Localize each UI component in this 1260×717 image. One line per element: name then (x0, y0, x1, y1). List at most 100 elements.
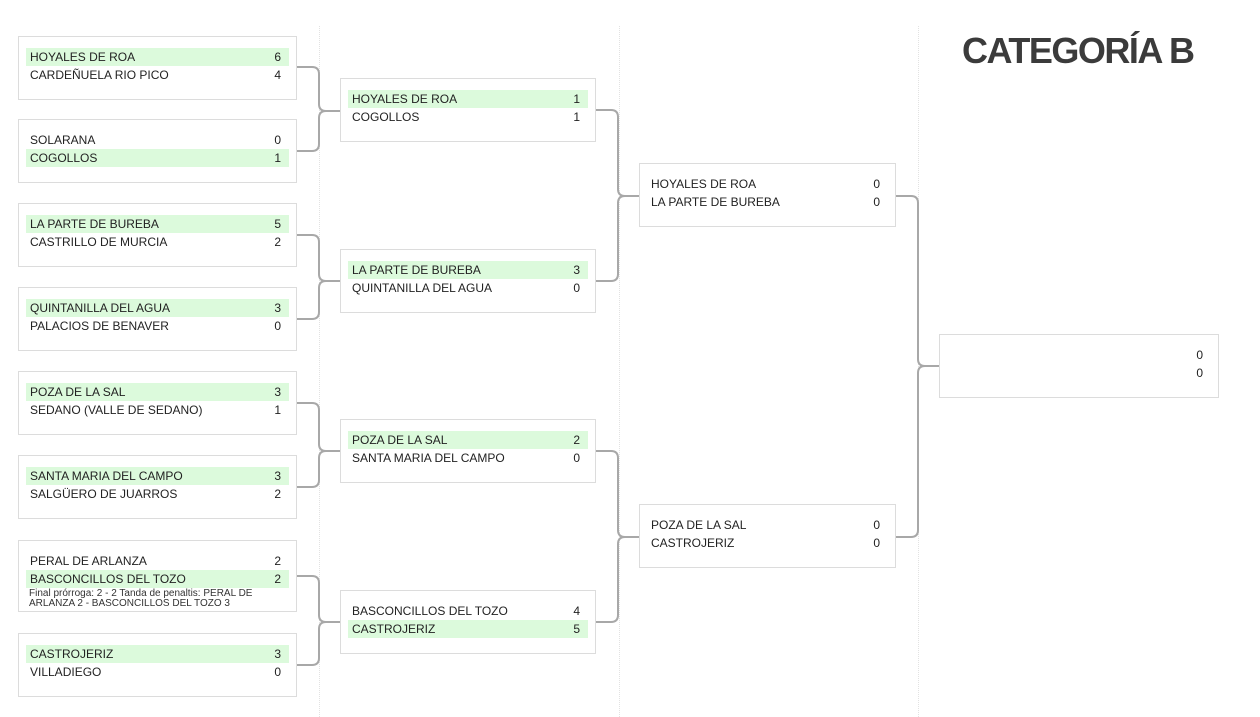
team-row[interactable]: SEDANO (VALLE DE SEDANO) 1 (26, 401, 289, 419)
page-title: CATEGORÍA B (962, 30, 1195, 71)
team-score: 0 (873, 518, 880, 532)
team-name: SEDANO (VALLE DE SEDANO) (30, 403, 203, 417)
team-score: 0 (274, 665, 281, 679)
team-row[interactable]: LA PARTE DE BUREBA 0 (647, 193, 888, 211)
team-score: 3 (274, 301, 281, 315)
team-row[interactable]: COGOLLOS 1 (348, 108, 588, 126)
team-row[interactable]: QUINTANILLA DEL AGUA 3 (26, 299, 289, 317)
team-score: 0 (873, 195, 880, 209)
team-row[interactable]: QUINTANILLA DEL AGUA 0 (348, 279, 588, 297)
team-score: 6 (274, 50, 281, 64)
team-name: VILLADIEGO (30, 665, 102, 679)
team-score: 0 (1196, 366, 1203, 380)
team-score: 0 (274, 133, 281, 147)
team-row[interactable]: SOLARANA 0 (26, 131, 289, 149)
team-row[interactable]: BASCONCILLOS DEL TOZO 2 (26, 570, 289, 588)
team-name: HOYALES DE ROA (352, 92, 458, 106)
team-score: 0 (573, 451, 580, 465)
team-score: 3 (274, 385, 281, 399)
team-score: 2 (573, 433, 580, 447)
team-score: 0 (274, 319, 281, 333)
team-row[interactable]: VILLADIEGO 0 (26, 663, 289, 681)
team-row[interactable]: CASTRILLO DE MURCIA 2 (26, 233, 289, 251)
team-row[interactable]: HOYALES DE ROA 0 (647, 175, 888, 193)
team-name: QUINTANILLA DEL AGUA (30, 301, 171, 315)
team-row[interactable]: PALACIOS DE BENAVER 0 (26, 317, 289, 335)
column-separator (319, 26, 320, 717)
team-name: PERAL DE ARLANZA (30, 554, 147, 568)
team-name: LA PARTE DE BUREBA (352, 263, 481, 277)
team-name: CASTROJERIZ (651, 536, 735, 550)
team-score: 0 (873, 177, 880, 191)
team-row[interactable]: HOYALES DE ROA 6 (26, 48, 289, 66)
team-row[interactable]: CARDEÑUELA RIO PICO 4 (26, 66, 289, 84)
team-row[interactable]: 0 (947, 346, 1211, 364)
match-box[interactable]: HOYALES DE ROA 0 LA PARTE DE BUREBA 0 (639, 163, 896, 227)
team-name: CASTRILLO DE MURCIA (30, 235, 168, 249)
team-score: 3 (274, 647, 281, 661)
team-row[interactable]: SALGÜERO DE JUARROS 2 (26, 485, 289, 503)
team-name: POZA DE LA SAL (30, 385, 126, 399)
team-score: 3 (274, 469, 281, 483)
team-score: 0 (1196, 348, 1203, 362)
team-name: BASCONCILLOS DEL TOZO (30, 572, 186, 586)
team-row[interactable]: SANTA MARIA DEL CAMPO 0 (348, 449, 588, 467)
team-name: SOLARANA (30, 133, 96, 147)
team-name: COGOLLOS (352, 110, 420, 124)
match-note: Final prórroga: 2 - 2 Tanda de penaltis:… (29, 588, 253, 609)
team-row[interactable]: PERAL DE ARLANZA 2 (26, 552, 289, 570)
team-name: HOYALES DE ROA (30, 50, 136, 64)
team-name: SALGÜERO DE JUARROS (30, 487, 178, 501)
team-score: 5 (274, 217, 281, 231)
team-name: QUINTANILLA DEL AGUA (352, 281, 493, 295)
team-score: 1 (573, 92, 580, 106)
team-score: 1 (573, 110, 580, 124)
team-name: POZA DE LA SAL (651, 518, 747, 532)
team-name: PALACIOS DE BENAVER (30, 319, 169, 333)
team-score: 1 (274, 151, 281, 165)
team-row[interactable]: POZA DE LA SAL 2 (348, 431, 588, 449)
team-name: SANTA MARIA DEL CAMPO (352, 451, 505, 465)
team-name: CASTROJERIZ (352, 622, 436, 636)
team-row[interactable]: COGOLLOS 1 (26, 149, 289, 167)
team-score: 0 (573, 281, 580, 295)
team-score: 4 (274, 68, 281, 82)
team-name: COGOLLOS (30, 151, 98, 165)
team-name: LA PARTE DE BUREBA (651, 195, 780, 209)
team-row[interactable]: POZA DE LA SAL 0 (647, 516, 888, 534)
team-row[interactable]: HOYALES DE ROA 1 (348, 90, 588, 108)
team-score: 2 (274, 554, 281, 568)
team-score: 1 (274, 403, 281, 417)
team-name: POZA DE LA SAL (352, 433, 448, 447)
team-name: CARDEÑUELA RIO PICO (30, 68, 169, 82)
team-name: HOYALES DE ROA (651, 177, 757, 191)
team-row[interactable]: CASTROJERIZ 5 (348, 620, 588, 638)
team-row[interactable]: POZA DE LA SAL 3 (26, 383, 289, 401)
team-score: 2 (274, 572, 281, 586)
team-score: 2 (274, 487, 281, 501)
team-row[interactable]: 0 (947, 364, 1211, 382)
team-name: BASCONCILLOS DEL TOZO (352, 604, 508, 618)
team-score: 5 (573, 622, 580, 636)
team-score: 2 (274, 235, 281, 249)
